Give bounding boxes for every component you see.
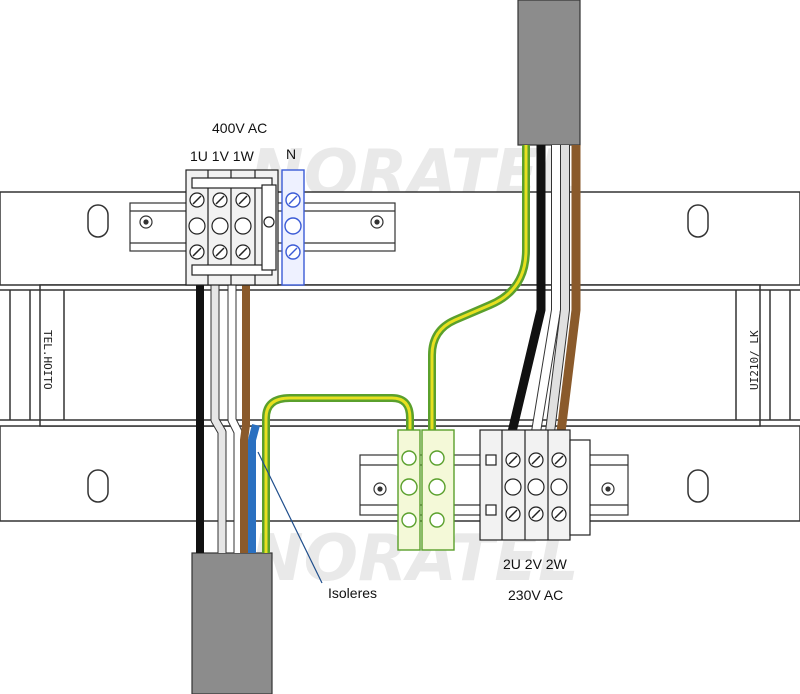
side-label-left: TEL.HOITO — [41, 330, 54, 390]
callout-isoleres: Isoleres — [328, 585, 378, 601]
wire-2u-black — [507, 145, 546, 434]
callout-leader — [257, 451, 323, 584]
cable-primary — [191, 552, 273, 694]
wires-secondary — [428, 145, 581, 434]
wire-1w-white — [228, 285, 242, 553]
primary-voltage-label: 400V AC — [212, 120, 268, 136]
side-label-right: UI210/_LK — [748, 330, 761, 390]
wires-primary — [196, 285, 414, 553]
wire-2v-white — [532, 145, 560, 433]
wire-1v-grey — [211, 285, 226, 553]
primary-terminals-label: 1U 1V 1W — [190, 148, 254, 164]
wire-2w-grey — [546, 145, 569, 433]
terminal-block-primary — [185, 169, 279, 286]
wire-blue-insulated — [248, 423, 260, 553]
wire-brown — [240, 285, 250, 553]
wire-2w-brown — [556, 145, 581, 433]
terminal-neutral — [281, 169, 305, 286]
terminal-earth — [397, 429, 455, 551]
terminal-block-secondary — [479, 429, 591, 541]
neutral-label: N — [286, 146, 297, 162]
secondary-voltage-label: 230V AC — [508, 587, 564, 603]
cable-secondary — [517, 0, 581, 146]
secondary-terminals-label: 2U 2V 2W — [503, 556, 567, 572]
